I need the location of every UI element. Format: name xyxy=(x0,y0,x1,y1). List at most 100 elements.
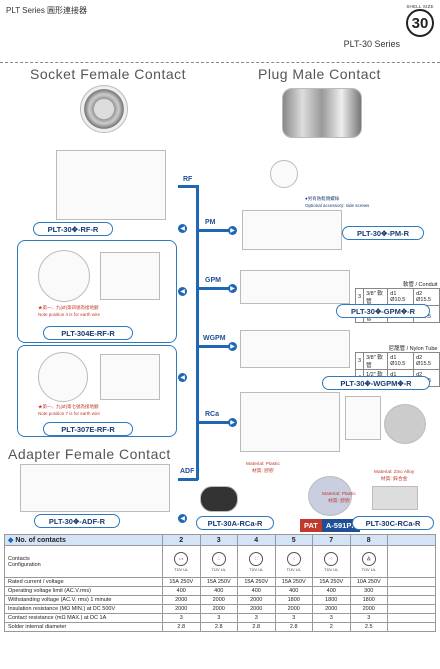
arrow-adf: ◀ xyxy=(178,514,187,523)
table-header-row: ◆ No. of contacts 2 3 4 5 7 8 xyxy=(4,534,436,546)
branch-adf-label: ADF xyxy=(180,468,195,475)
material-3-en: Material: Zinc Alloy xyxy=(374,470,415,475)
pm-drawing xyxy=(242,210,342,250)
side-screw-detail xyxy=(270,160,298,188)
row-label: Withstanding voltage (AC.V. rms) 1 minut… xyxy=(4,595,163,605)
note-304-zh: ★第一、九(Ø)第四號為接地腳 xyxy=(38,305,99,310)
contacts-3: 3 xyxy=(199,534,238,546)
row-value: 400 xyxy=(312,586,351,596)
part-pm: PLT-30✥-PM-R xyxy=(342,226,424,240)
spec-table: ◆ No. of contacts 2 3 4 5 7 8 Contacts C… xyxy=(4,534,436,632)
cell: 3/8" 軟管 xyxy=(363,352,389,370)
e304-front-drawing xyxy=(38,250,90,302)
contacts-4: 4 xyxy=(237,534,276,546)
diamond-icon: ◆ xyxy=(8,537,14,544)
cert-label: TÜV UL xyxy=(361,566,376,572)
material-2-en: Material: Plastic xyxy=(322,492,356,497)
cert-label: TÜV UL xyxy=(286,566,301,572)
row-value: 1800 xyxy=(312,595,351,605)
arrow-rca: ▶ xyxy=(228,418,237,427)
cell: d2 Ø15.5 xyxy=(413,352,440,370)
pin-layout-icon: ∷ xyxy=(249,551,264,566)
branch-gpm-line xyxy=(196,287,234,290)
shell-size-badge: SHELL SIZE 30 xyxy=(406,4,434,37)
branch-wgpm-line xyxy=(196,345,234,348)
material-1-en: Material: Plastic xyxy=(246,462,280,467)
config-label: Contacts Configuration xyxy=(4,545,163,578)
cell: d1 Ø10.5 xyxy=(387,288,415,306)
plug-heading: Plug Male Contact xyxy=(258,66,381,82)
rca-chain-drawing xyxy=(240,392,340,452)
shell-size-number: 30 xyxy=(406,9,434,37)
row-value: 400 xyxy=(162,586,201,596)
row-value: 1800 xyxy=(349,595,388,605)
material-1-zh: 材質: 膠膠 xyxy=(252,469,274,474)
branch-rf-label: RF xyxy=(183,176,193,183)
row-label: Rated current / voltage xyxy=(4,577,163,587)
row-value: 2.8 xyxy=(274,622,313,632)
pat-photo xyxy=(308,476,352,516)
cell: 3 xyxy=(354,352,365,370)
arrow-304e: ◀ xyxy=(178,287,187,296)
cell: d2 Ø15.5 xyxy=(413,288,440,306)
pin-layout-icon: ⁙ xyxy=(286,551,301,566)
row-value: 10A 250V xyxy=(349,577,388,587)
e304-side-drawing xyxy=(100,252,160,300)
row-label: Contact resistance (mΩ MAX.) at DC 1A xyxy=(4,613,163,623)
adapter-heading: Adapter Female Contact xyxy=(8,446,171,462)
material-2: Material: Plastic 材質: 膠膠 xyxy=(322,492,356,504)
material-2-zh: 材質: 膠膠 xyxy=(328,499,350,504)
pin-layout-icon: • • xyxy=(174,551,189,566)
row-value: 400 xyxy=(274,586,313,596)
rca-cap-drawing xyxy=(345,396,381,440)
plug-photo xyxy=(282,88,362,138)
row-value: 15A 250V xyxy=(237,577,276,587)
pat-part: A-591PX xyxy=(321,519,361,532)
row-value: 3 xyxy=(312,613,351,623)
arrow-pm: ▶ xyxy=(228,226,237,235)
cell: 3 xyxy=(354,288,365,306)
branch-pm-label: PM xyxy=(205,219,216,226)
arrow-wgpm: ▶ xyxy=(228,342,237,351)
row-value: 300 xyxy=(349,586,388,596)
part-rca: PLT-30A-RCa-R xyxy=(196,516,274,530)
row-value: 2000 xyxy=(162,604,201,614)
blank-cell xyxy=(387,545,436,578)
part-307e: PLT-307E-RF-R xyxy=(43,422,133,436)
row-value: 15A 250V xyxy=(199,577,238,587)
rcac-photo xyxy=(384,404,426,444)
cert-label: TÜV UL xyxy=(174,566,189,572)
config-cell: ⁂TÜV UL xyxy=(349,545,388,578)
cert-label: TÜV UL xyxy=(211,566,226,572)
material-1: Material: Plastic 材質: 膠膠 xyxy=(246,462,280,474)
config-row: Contacts Configuration • •TÜV UL ∴TÜV UL… xyxy=(4,545,436,578)
pin-layout-icon: ∴ xyxy=(211,551,226,566)
blank-cell xyxy=(387,534,436,546)
branch-trunk xyxy=(196,185,199,480)
material-3-zh: 材質: 鋅合金 xyxy=(380,477,408,482)
row-value: 2000 xyxy=(199,595,238,605)
header-contacts-label: No. of contacts xyxy=(15,537,66,544)
row-value: 2000 xyxy=(349,604,388,614)
e307-side-drawing xyxy=(100,354,160,400)
frame-307e xyxy=(17,345,177,437)
adf-drawing xyxy=(20,464,170,512)
socket-heading: Socket Female Contact xyxy=(30,66,187,82)
branch-rca-line xyxy=(196,421,234,424)
part-wgpm: PLT-30✥-WGPM✥-R xyxy=(322,376,430,390)
config-cell: ⁘TÜV UL xyxy=(312,545,351,578)
part-rf: PLT-30✥-RF-R xyxy=(33,222,113,236)
config-cell: • •TÜV UL xyxy=(162,545,201,578)
row-label: Operating voltage limit (AC.V.rms) xyxy=(4,586,163,596)
row-value: 3 xyxy=(349,613,388,623)
row-value: 15A 250V xyxy=(312,577,351,587)
part-gpm: PLT-30✥-GPM✥-R xyxy=(336,304,430,318)
arrow-rf: ◀ xyxy=(178,224,187,233)
arrow-gpm: ▶ xyxy=(228,284,237,293)
shell-size-label: SHELL SIZE xyxy=(406,4,434,9)
nylon-title: 尼龍管 / Nylon Tube xyxy=(388,346,438,352)
config-cell: ∴TÜV UL xyxy=(199,545,238,578)
